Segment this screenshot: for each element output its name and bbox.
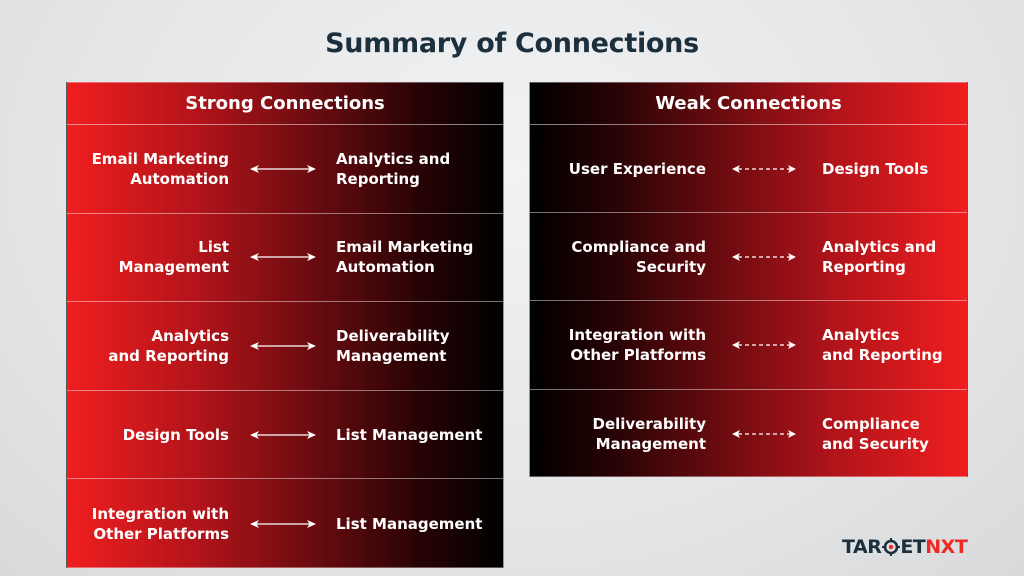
connection-target: Analytics and Reporting xyxy=(822,237,937,276)
connection-target: Compliance and Security xyxy=(822,414,929,453)
strong-connection-row: Integration with Other Platforms List Ma… xyxy=(67,479,503,568)
connection-target: Design Tools xyxy=(822,159,929,178)
connection-target: Email Marketing Automation xyxy=(336,238,474,277)
bidirectional-solid-arrow-icon xyxy=(229,164,336,174)
connection-target: Analytics and Reporting xyxy=(336,149,451,188)
bidirectional-solid-arrow-icon xyxy=(229,430,336,440)
weak-connections-header: Weak Connections xyxy=(530,83,967,125)
bidirectional-solid-arrow-icon xyxy=(229,341,336,351)
connection-source: Email Marketing Automation xyxy=(91,149,229,188)
connection-source: Integration with Other Platforms xyxy=(568,325,706,364)
bidirectional-dashed-arrow-icon xyxy=(706,252,822,262)
connection-source: Analytics and Reporting xyxy=(108,326,229,365)
connection-source: List Management xyxy=(118,238,229,277)
connection-target: List Management xyxy=(336,425,483,444)
logo-text-part1: TAR xyxy=(842,536,882,558)
bidirectional-solid-arrow-icon xyxy=(229,252,336,262)
bidirectional-dashed-arrow-icon xyxy=(706,164,822,174)
connection-source: User Experience xyxy=(568,159,706,178)
connection-source: Integration with Other Platforms xyxy=(91,504,229,543)
page-title: Summary of Connections xyxy=(325,28,699,59)
connection-source: Compliance and Security xyxy=(571,237,706,276)
strong-connections-header: Strong Connections xyxy=(67,83,503,125)
weak-connections-panel: Weak Connections User Experience Design … xyxy=(529,82,968,477)
strong-connection-row: Email Marketing Automation Analytics and… xyxy=(67,125,503,214)
connection-target: List Management xyxy=(336,514,483,533)
connection-target: Analytics and Reporting xyxy=(822,325,943,364)
weak-connection-row: User Experience Design Tools xyxy=(530,125,967,214)
connection-source: Design Tools xyxy=(122,425,229,444)
strong-connection-row: Design Tools List Management xyxy=(67,391,503,480)
logo-text-part3: NXT xyxy=(925,536,968,558)
strong-connections-panel: Strong Connections Email Marketing Autom… xyxy=(66,82,504,568)
bidirectional-dashed-arrow-icon xyxy=(706,340,822,350)
bidirectional-solid-arrow-icon xyxy=(229,519,336,529)
bidirectional-dashed-arrow-icon xyxy=(706,429,822,439)
weak-connection-row: Compliance and Security Analytics and Re… xyxy=(530,213,967,302)
weak-connection-row: Integration with Other Platforms Analyti… xyxy=(530,301,967,390)
connection-target: Deliverability Management xyxy=(336,326,450,365)
weak-connection-row: Deliverability Management Compliance and… xyxy=(530,390,967,478)
brand-logo: TAR ET NXT xyxy=(842,536,968,558)
strong-connection-row: Analytics and Reporting Deliverability M… xyxy=(67,302,503,391)
connection-source: Deliverability Management xyxy=(592,414,707,453)
logo-text-part2: ET xyxy=(900,536,926,558)
target-crosshair-icon xyxy=(881,538,900,556)
strong-connection-row: List Management Email Marketing Automati… xyxy=(67,214,503,303)
